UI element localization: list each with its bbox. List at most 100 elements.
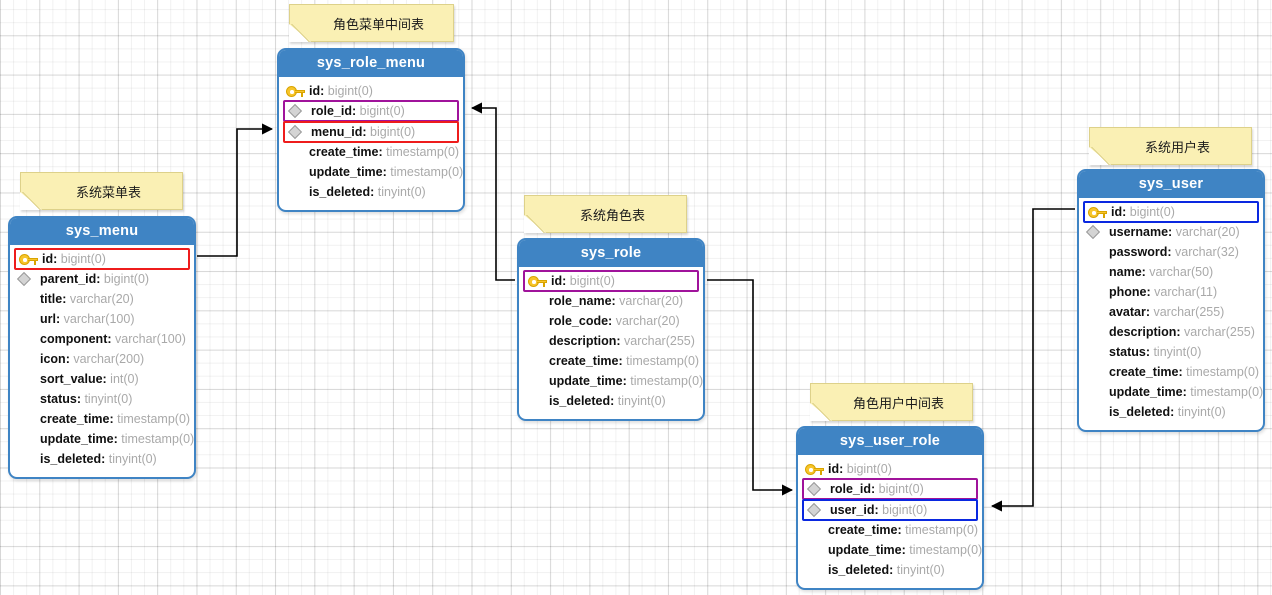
entity-table-sys-user-role[interactable]: sys_user_role id: bigint(0)role_id: bigi… bbox=[796, 426, 984, 590]
field-type: tinyint(0) bbox=[1149, 345, 1202, 359]
field-type: tinyint(0) bbox=[893, 563, 945, 577]
entity-table-sys-role-menu[interactable]: sys_role_menu id: bigint(0)role_id: bigi… bbox=[277, 48, 465, 212]
field-name: status: bbox=[1109, 345, 1150, 359]
link-role-to-role-menu bbox=[470, 102, 515, 281]
field-type: varchar(20) bbox=[612, 314, 680, 328]
field-name: id: bbox=[828, 462, 844, 476]
diamond-icon bbox=[16, 271, 32, 287]
field-row-role_name[interactable]: role_name: varchar(20) bbox=[523, 291, 699, 311]
field-name: update_time: bbox=[549, 374, 627, 388]
key-icon bbox=[286, 86, 305, 97]
field-row-role_id[interactable]: role_id: bigint(0) bbox=[802, 478, 978, 500]
field-row-update_time[interactable]: update_time: timestamp(0) bbox=[523, 371, 703, 391]
entity-table-sys-menu[interactable]: sys_menu id: bigint(0)parent_id: bigint(… bbox=[8, 216, 196, 479]
field-name: create_time: bbox=[549, 354, 623, 368]
note-role[interactable]: 系统角色表 bbox=[524, 195, 687, 233]
field-row-update_time[interactable]: update_time: timestamp(0) bbox=[802, 540, 982, 560]
field-row-user_id[interactable]: user_id: bigint(0) bbox=[802, 499, 978, 521]
diamond-icon bbox=[806, 481, 822, 497]
field-row-create_time[interactable]: create_time: timestamp(0) bbox=[283, 142, 459, 162]
key-icon bbox=[528, 276, 547, 287]
note-fold-line-icon bbox=[524, 215, 546, 233]
field-row-description[interactable]: description: varchar(255) bbox=[523, 331, 699, 351]
field-row-status[interactable]: status: tinyint(0) bbox=[1083, 342, 1259, 362]
field-row-name[interactable]: name: varchar(50) bbox=[1083, 262, 1259, 282]
field-type: tinyint(0) bbox=[105, 452, 157, 466]
field-type: varchar(255) bbox=[1180, 325, 1255, 339]
field-row-is_deleted[interactable]: is_deleted: tinyint(0) bbox=[283, 182, 459, 202]
note-user[interactable]: 系统用户表 bbox=[1089, 127, 1252, 165]
field-row-update_time[interactable]: update_time: timestamp(0) bbox=[14, 429, 194, 449]
field-row-password[interactable]: password: varchar(32) bbox=[1083, 242, 1259, 262]
field-row-id[interactable]: id: bigint(0) bbox=[802, 459, 978, 479]
entity-table-sys-user[interactable]: sys_user id: bigint(0)username: varchar(… bbox=[1077, 169, 1265, 432]
field-name: is_deleted: bbox=[1109, 405, 1175, 419]
field-name: role_id: bbox=[830, 482, 876, 496]
field-name: update_time: bbox=[1109, 385, 1187, 399]
field-name: id: bbox=[42, 252, 58, 266]
field-row-create_time[interactable]: create_time: timestamp(0) bbox=[14, 409, 190, 429]
field-type: bigint(0) bbox=[356, 104, 405, 118]
field-row-id[interactable]: id: bigint(0) bbox=[1083, 201, 1259, 223]
field-list: id: bigint(0)role_id: bigint(0)user_id: … bbox=[798, 455, 982, 588]
field-type: int(0) bbox=[106, 372, 139, 386]
field-name: update_time: bbox=[309, 165, 387, 179]
field-row-role_id[interactable]: role_id: bigint(0) bbox=[283, 100, 459, 122]
field-row-icon[interactable]: icon: varchar(200) bbox=[14, 349, 190, 369]
note-fold-line-icon bbox=[810, 403, 832, 421]
field-type: bigint(0) bbox=[100, 272, 150, 286]
field-type: varchar(20) bbox=[615, 294, 684, 308]
field-type: bigint(0) bbox=[57, 252, 106, 266]
field-row-description[interactable]: description: varchar(255) bbox=[1083, 322, 1259, 342]
note-user-role[interactable]: 角色用户中间表 bbox=[810, 383, 973, 421]
field-type: timestamp(0) bbox=[382, 145, 460, 159]
note-menu[interactable]: 系统菜单表 bbox=[20, 172, 183, 210]
field-name: create_time: bbox=[309, 145, 383, 159]
note-role-menu[interactable]: 角色菜单中间表 bbox=[289, 4, 454, 42]
note-text: 系统用户表 bbox=[1144, 139, 1210, 155]
field-row-is_deleted[interactable]: is_deleted: tinyint(0) bbox=[1083, 402, 1259, 422]
field-row-update_time[interactable]: update_time: timestamp(0) bbox=[283, 162, 463, 182]
field-row-sort_value[interactable]: sort_value: int(0) bbox=[14, 369, 190, 389]
field-name: component: bbox=[40, 332, 112, 346]
field-row-create_time[interactable]: create_time: timestamp(0) bbox=[1083, 362, 1259, 382]
field-row-is_deleted[interactable]: is_deleted: tinyint(0) bbox=[523, 391, 699, 411]
note-fold-line-icon bbox=[289, 24, 311, 42]
field-row-create_time[interactable]: create_time: timestamp(0) bbox=[523, 351, 699, 371]
field-row-role_code[interactable]: role_code: varchar(20) bbox=[523, 311, 699, 331]
note-text: 角色菜单中间表 bbox=[332, 16, 424, 32]
field-name: create_time: bbox=[40, 412, 114, 426]
field-row-is_deleted[interactable]: is_deleted: tinyint(0) bbox=[14, 449, 190, 469]
field-row-title[interactable]: title: varchar(20) bbox=[14, 289, 190, 309]
field-row-menu_id[interactable]: menu_id: bigint(0) bbox=[283, 121, 459, 143]
note-fold-line-icon bbox=[20, 192, 42, 210]
field-row-update_time[interactable]: update_time: timestamp(0) bbox=[1083, 382, 1263, 402]
field-row-create_time[interactable]: create_time: timestamp(0) bbox=[802, 520, 978, 540]
key-icon bbox=[19, 254, 38, 265]
field-type: varchar(32) bbox=[1171, 245, 1239, 259]
field-row-id[interactable]: id: bigint(0) bbox=[283, 81, 459, 101]
field-list: id: bigint(0)parent_id: bigint(0)title: … bbox=[10, 245, 194, 477]
field-row-status[interactable]: status: tinyint(0) bbox=[14, 389, 190, 409]
field-type: varchar(20) bbox=[1172, 225, 1240, 239]
field-row-phone[interactable]: phone: varchar(11) bbox=[1083, 282, 1259, 302]
field-name: icon: bbox=[40, 352, 70, 366]
diamond-icon bbox=[1085, 224, 1101, 240]
field-row-component[interactable]: component: varchar(100) bbox=[14, 329, 190, 349]
field-row-url[interactable]: url: varchar(100) bbox=[14, 309, 190, 329]
entity-table-sys-role[interactable]: sys_role id: bigint(0)role_name: varchar… bbox=[517, 238, 705, 421]
field-type: timestamp(0) bbox=[1182, 365, 1260, 379]
field-row-is_deleted[interactable]: is_deleted: tinyint(0) bbox=[802, 560, 978, 580]
note-text: 系统菜单表 bbox=[75, 184, 141, 200]
field-type: bigint(0) bbox=[566, 274, 615, 288]
field-row-username[interactable]: username: varchar(20) bbox=[1083, 222, 1259, 242]
field-type: varchar(100) bbox=[111, 332, 186, 346]
field-name: id: bbox=[551, 274, 567, 288]
field-name: id: bbox=[1111, 205, 1127, 219]
field-row-id[interactable]: id: bigint(0) bbox=[523, 270, 699, 292]
field-type: varchar(11) bbox=[1150, 285, 1218, 299]
field-row-id[interactable]: id: bigint(0) bbox=[14, 248, 190, 270]
field-row-avatar[interactable]: avatar: varchar(255) bbox=[1083, 302, 1259, 322]
field-row-parent_id[interactable]: parent_id: bigint(0) bbox=[14, 269, 190, 289]
